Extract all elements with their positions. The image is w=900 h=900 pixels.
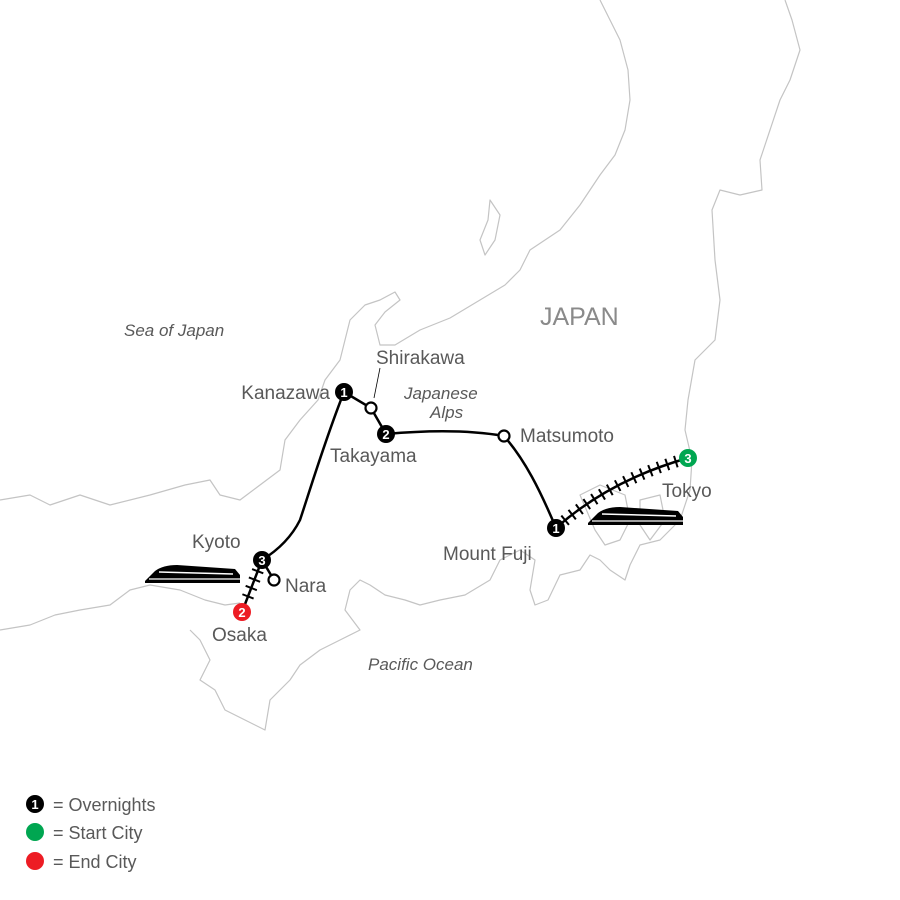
rail-tick	[560, 514, 570, 526]
svg-text:3: 3	[258, 553, 265, 568]
rail-tick	[655, 461, 662, 474]
rail-tick	[242, 593, 254, 600]
svg-text:= Overnights: = Overnights	[53, 795, 156, 815]
rail-tick	[245, 584, 258, 592]
city-marker-kyoto[interactable]: 3	[253, 551, 271, 569]
rail-ticks	[242, 455, 679, 600]
city-label-shirakawa: Shirakawa	[376, 348, 465, 369]
legend-item-start-city: = Start City	[26, 823, 143, 843]
rail-route-tokyo-fuji	[555, 456, 689, 529]
pacific-ocean-label: Pacific Ocean	[368, 655, 473, 674]
rail-tick	[251, 568, 264, 575]
rail-tick	[613, 479, 622, 492]
start-city-marker-icon	[26, 823, 44, 841]
svg-text:3: 3	[684, 451, 691, 466]
rail-tick	[582, 498, 591, 510]
city-label-kanazawa: Kanazawa	[241, 383, 330, 404]
svg-text:= End City: = End City	[53, 852, 137, 872]
legend: 1 = Overnights = Start City = End City	[26, 795, 156, 872]
rail-tick	[598, 488, 606, 501]
svg-text:1: 1	[340, 385, 347, 400]
svg-text:1: 1	[552, 521, 559, 536]
city-marker-shirakawa[interactable]	[364, 401, 378, 415]
shirakawa-leader-line	[373, 367, 381, 399]
rail-tick	[590, 493, 599, 505]
sea-of-japan-label: Sea of Japan	[124, 321, 224, 340]
svg-text:2: 2	[382, 427, 389, 442]
coastlines	[0, 0, 801, 731]
city-marker-takayama[interactable]: 2	[377, 425, 395, 443]
end-city-marker-icon	[26, 852, 44, 870]
svg-text:1: 1	[31, 797, 38, 812]
city-marker-matsumoto[interactable]	[497, 429, 511, 443]
road-route-west	[260, 391, 346, 581]
rail-tick	[248, 576, 261, 583]
country-label-japan: JAPAN	[540, 303, 619, 331]
japanese-alps-label-1: Japanese	[403, 384, 478, 403]
rail-tick	[647, 464, 654, 477]
city-marker-kanazawa[interactable]: 1	[335, 383, 353, 401]
rail-tick	[575, 503, 584, 515]
rail-tick	[567, 509, 577, 520]
rail-tick	[664, 458, 671, 471]
city-label-mount-fuji: Mount Fuji	[443, 544, 532, 565]
city-label-osaka: Osaka	[212, 625, 267, 646]
city-marker-nara[interactable]	[267, 573, 281, 587]
overnight-marker-icon	[26, 795, 44, 813]
japanese-alps-label-2: Alps	[429, 403, 464, 422]
svg-text:= Start City: = Start City	[53, 823, 143, 843]
rail-tick	[622, 475, 630, 488]
train-icon	[145, 565, 240, 583]
rail-tick	[605, 484, 614, 496]
train-icon	[588, 507, 683, 525]
city-label-nara: Nara	[285, 576, 327, 597]
svg-text:2: 2	[238, 605, 245, 620]
rail-tick	[638, 468, 646, 481]
city-marker-mount-fuji[interactable]: 1	[547, 519, 565, 537]
legend-item-end-city: = End City	[26, 852, 137, 872]
city-marker-osaka[interactable]: 2	[233, 603, 251, 621]
legend-item-overnights: 1 = Overnights	[26, 795, 156, 815]
city-marker-tokyo[interactable]: 3	[679, 449, 697, 467]
city-label-tokyo: Tokyo	[662, 481, 712, 502]
city-label-matsumoto: Matsumoto	[520, 426, 614, 447]
rail-tick	[673, 455, 679, 468]
rail-route-kyoto-osaka	[240, 559, 264, 613]
rail-tick	[630, 471, 638, 484]
city-label-kyoto: Kyoto	[192, 532, 241, 553]
city-label-takayama: Takayama	[330, 446, 417, 467]
